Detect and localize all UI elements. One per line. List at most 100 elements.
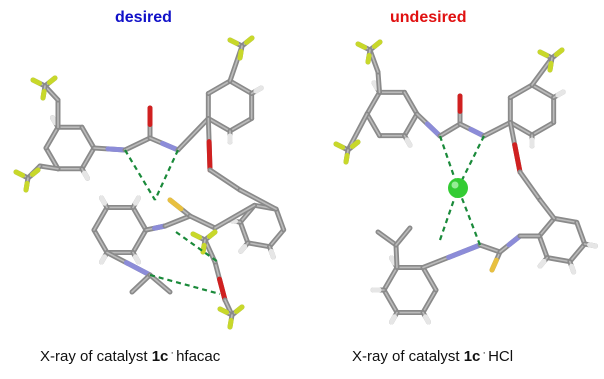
- bond-highlight: [164, 215, 191, 227]
- fluorine-atom: [227, 317, 234, 330]
- bond-highlight: [377, 71, 381, 94]
- bond-highlight: [124, 137, 151, 151]
- bond-highlight: [177, 117, 210, 151]
- bond-highlight: [229, 80, 253, 95]
- bond-highlight: [479, 244, 501, 253]
- bond-highlight: [553, 217, 578, 224]
- bond-highlight: [207, 80, 231, 95]
- bond-highlight: [377, 231, 397, 246]
- bond-highlight: [509, 84, 533, 99]
- bond-highlight: [569, 243, 586, 263]
- bond-highlight: [81, 126, 95, 149]
- fluorine-atom: [30, 77, 43, 86]
- hydrogen-atom: [99, 195, 108, 206]
- hydrogen-atom: [537, 258, 547, 269]
- bond-highlight: [44, 85, 59, 101]
- fluorine-atom: [47, 75, 58, 85]
- undesired-label: undesired: [390, 9, 467, 26]
- hydrogen-atom: [253, 85, 264, 94]
- caption-suffix: HCl: [488, 348, 514, 365]
- bond-highlight: [189, 215, 216, 229]
- bond-highlight: [395, 227, 411, 246]
- hydrogen-atom: [81, 170, 90, 181]
- bond-highlight: [539, 199, 555, 220]
- fluorine-atom: [200, 242, 207, 255]
- compound-label: 1c: [151, 348, 169, 365]
- bond-highlight: [93, 229, 108, 254]
- fluorine-atom: [237, 48, 244, 61]
- hydrogen-atom: [587, 242, 598, 249]
- hydrogen-bond: [456, 187, 482, 246]
- structure-hcl-complex: [333, 39, 598, 325]
- fluorine-atom: [333, 141, 346, 150]
- bond-highlight: [538, 217, 555, 237]
- fluorine-atom: [207, 229, 218, 239]
- compound-label: 1c: [463, 348, 481, 365]
- fluorine-atom: [343, 152, 350, 165]
- bond-highlight: [132, 229, 147, 254]
- caption-prefix: X-ray of catalyst: [352, 348, 460, 365]
- fluorine-atom: [227, 37, 240, 46]
- bond-highlight: [519, 171, 541, 201]
- bond-highlight: [347, 113, 368, 151]
- bond-highlight: [207, 117, 231, 132]
- hydrogen-atom: [99, 254, 108, 265]
- bond-highlight: [45, 126, 59, 149]
- hydrogen-atom: [569, 263, 577, 275]
- caption-suffix: hfacac: [176, 348, 221, 365]
- bond-highlight: [575, 221, 586, 245]
- caption-hcl: X-ray of catalyst 1c·HCl: [352, 347, 514, 365]
- fluorine-atom: [355, 41, 368, 50]
- bond-highlight: [366, 113, 381, 137]
- bond-highlight: [39, 165, 59, 170]
- structure-hfacac-complex: [13, 35, 287, 330]
- bond-highlight: [268, 229, 285, 248]
- bond-highlight: [538, 235, 549, 259]
- sulfur-atom: [489, 257, 499, 273]
- fluorine-atom: [13, 169, 26, 178]
- fluorine-atom: [30, 167, 41, 177]
- sulfur-atom: [167, 197, 184, 212]
- bond-highlight: [214, 204, 256, 229]
- hydrogen-atom: [389, 314, 398, 325]
- fluorine-atom: [234, 304, 245, 314]
- bond-highlight: [422, 289, 437, 314]
- bond-highlight: [395, 244, 398, 269]
- bond-highlight: [45, 147, 59, 170]
- caption-hfacac: X-ray of catalyst 1c·hfacac: [40, 347, 221, 365]
- bond-highlight: [531, 121, 555, 136]
- bond-highlight: [229, 117, 253, 132]
- fluorine-atom: [190, 231, 203, 240]
- bond-highlight: [81, 147, 95, 170]
- bond-highlight: [131, 274, 151, 293]
- fluorine-atom: [244, 35, 255, 45]
- fluorine-atom: [554, 47, 565, 57]
- bond-highlight: [149, 274, 171, 293]
- fluorine-atom: [365, 52, 372, 65]
- bond-highlight: [383, 266, 398, 291]
- nitrogen-atom: [105, 146, 128, 153]
- bond-highlight: [209, 169, 241, 191]
- chloride-ion: [448, 178, 468, 198]
- bond-highlight: [275, 208, 285, 231]
- oxygen-atom: [206, 139, 213, 173]
- nitrogen-atom: [123, 260, 153, 278]
- nitrogen-atom: [424, 121, 443, 139]
- bond-highlight: [422, 266, 437, 291]
- bond-highlight: [439, 123, 461, 137]
- hydrogen-atom: [371, 80, 380, 91]
- bond-highlight: [366, 91, 381, 115]
- chloride-highlight: [451, 181, 459, 189]
- hydrogen-atom: [132, 254, 141, 265]
- nitrogen-atom: [446, 242, 483, 260]
- bond-highlight: [132, 206, 147, 231]
- bond-highlight: [239, 189, 277, 210]
- bond-highlight: [239, 221, 249, 244]
- hydrogen-atom: [389, 255, 398, 266]
- fluorine-atom: [23, 180, 30, 193]
- hydrogen-atom: [132, 195, 141, 206]
- nitrogen-atom: [160, 140, 181, 153]
- hydrogen-atom: [422, 314, 431, 325]
- dot-separator: ·: [170, 347, 175, 359]
